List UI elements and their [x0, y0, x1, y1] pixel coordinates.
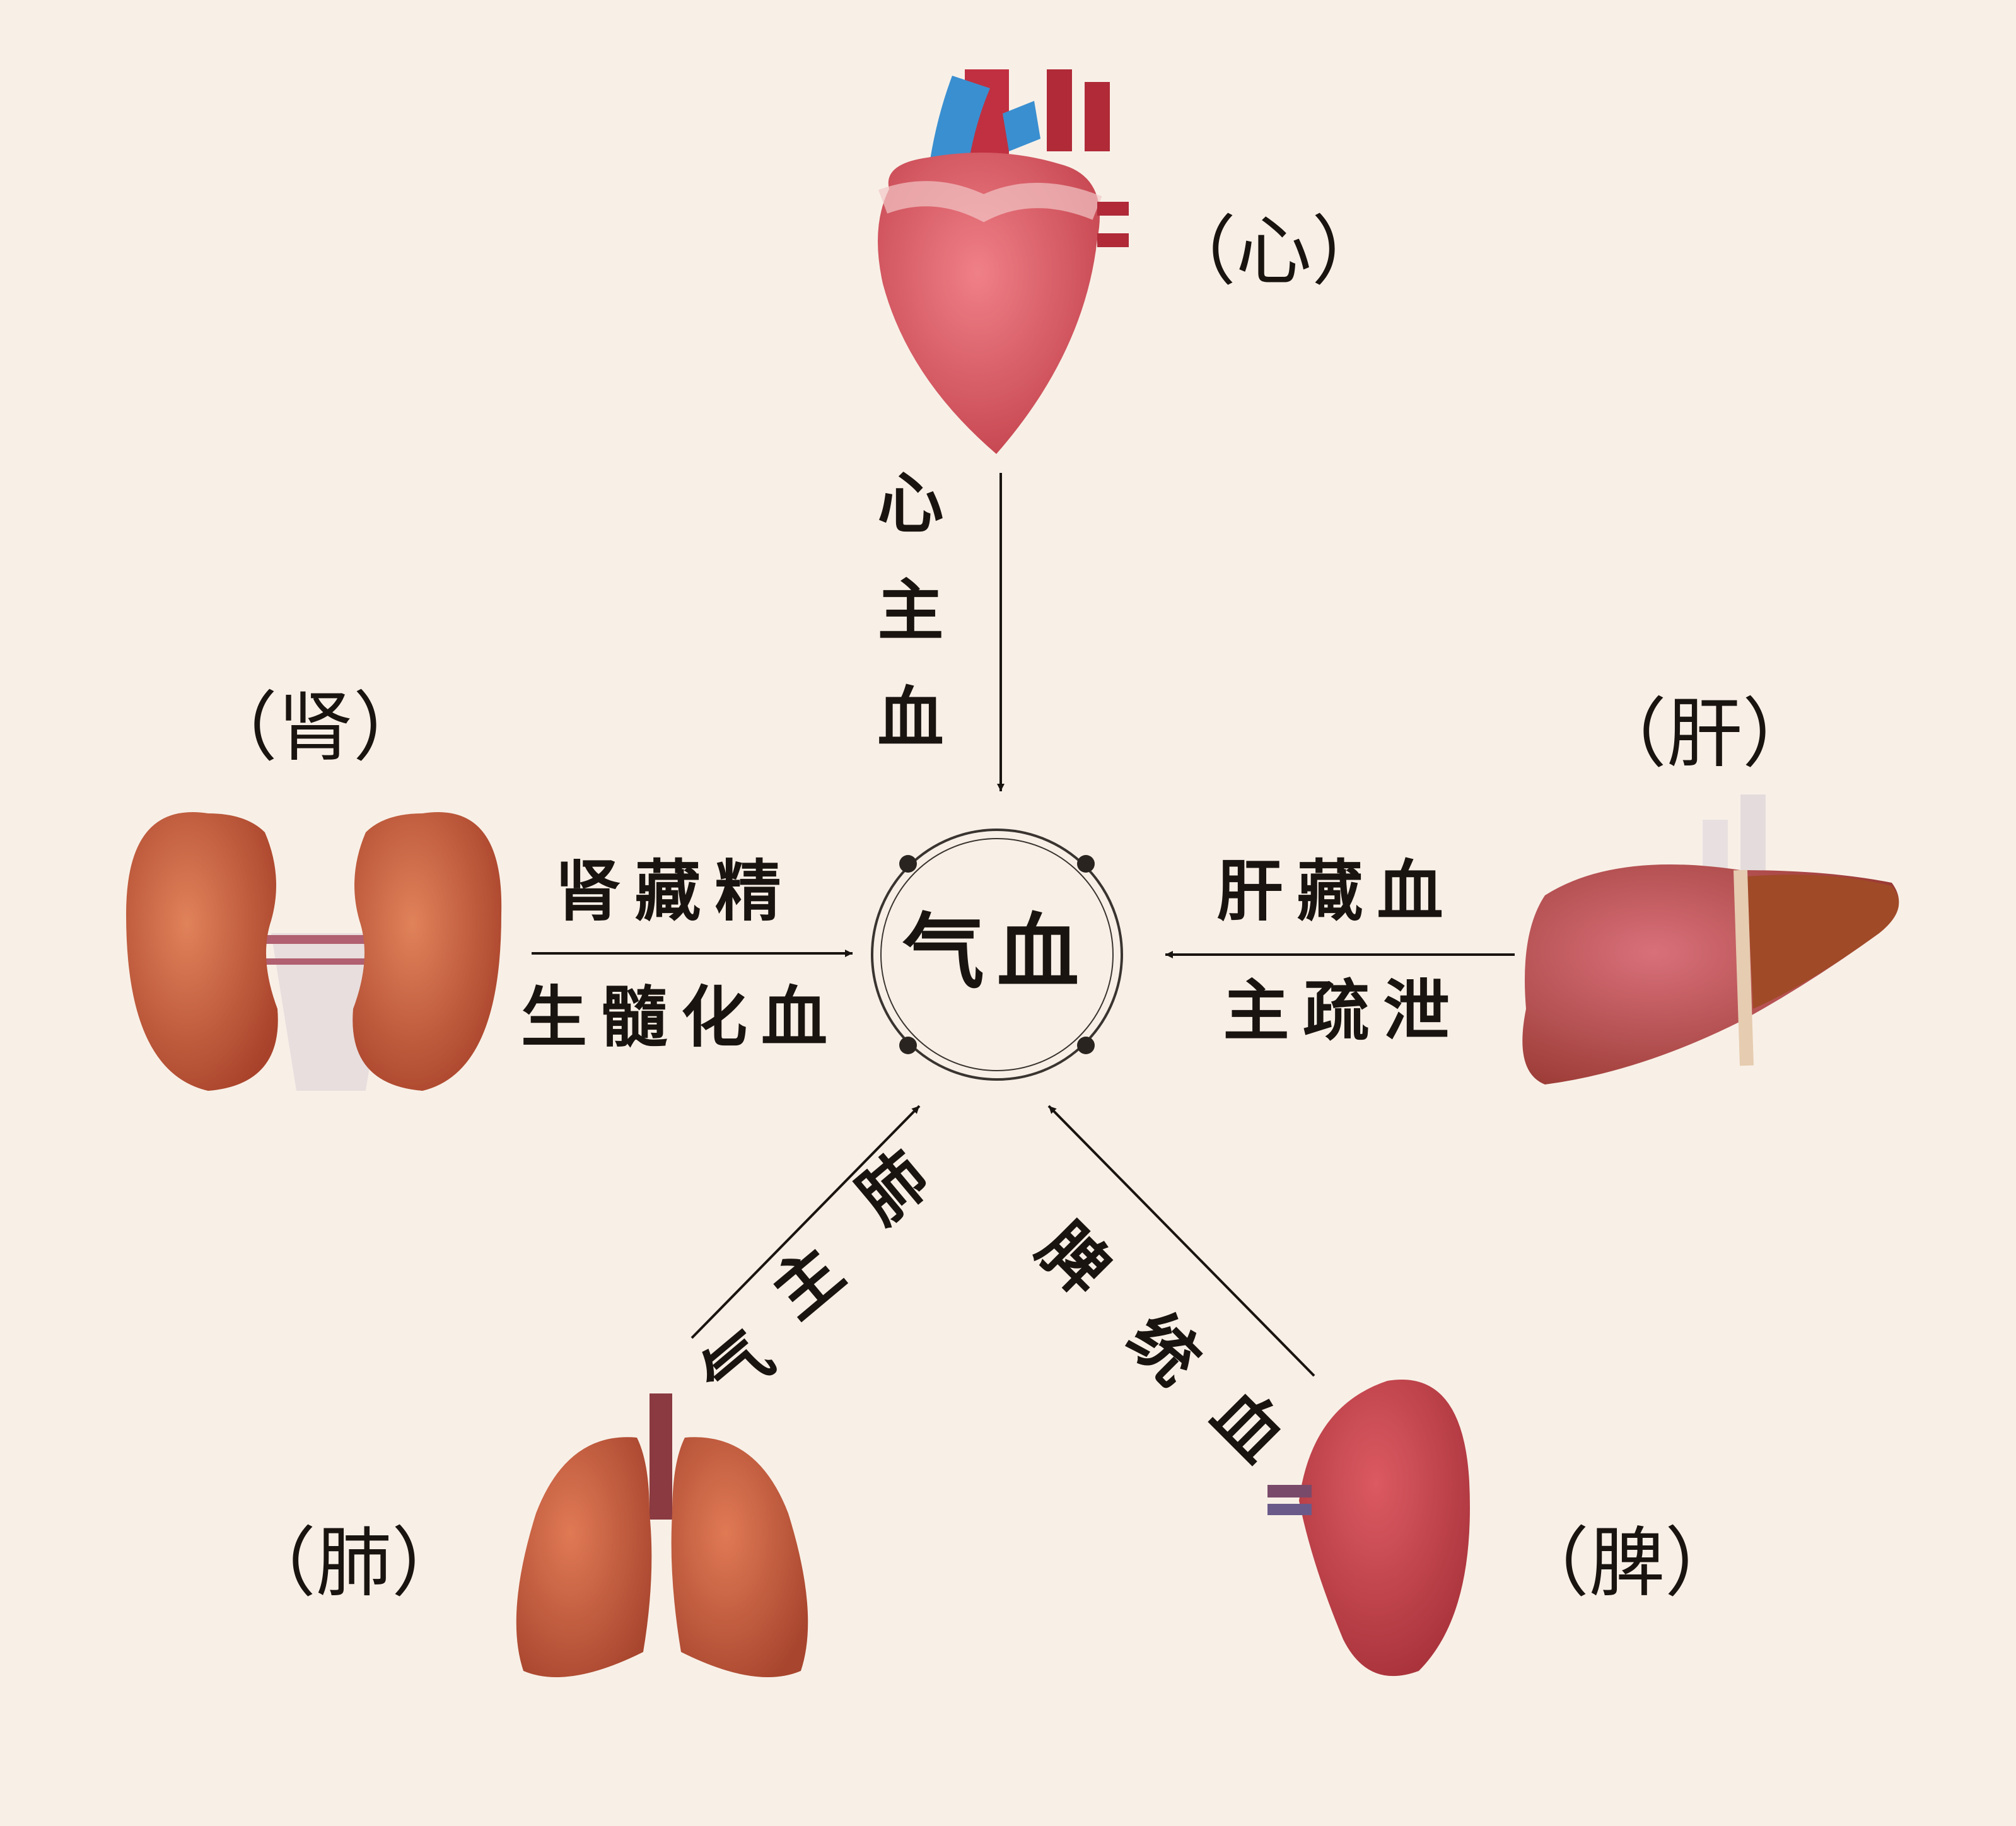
lung-illustration — [516, 1393, 808, 1677]
kidney-relation-line1: 肾藏精 — [554, 852, 795, 930]
liver-relation-line2: 主疏泄 — [1223, 972, 1463, 1050]
arrow-spleen-to-center — [1047, 1105, 1315, 1377]
spleen-name-label: （脾） — [1513, 1520, 1740, 1607]
lung-name-label: （肺） — [240, 1520, 467, 1607]
ornament-corners — [899, 855, 1095, 1054]
liver-name-label: （肝） — [1591, 690, 1818, 778]
kidney-illustration — [126, 812, 502, 1091]
heart-relation-label: 心主血 — [877, 464, 943, 757]
kidney-relation-line2: 生髓化血 — [521, 978, 841, 1056]
kidney-name-label: （肾） — [202, 684, 429, 772]
heart-name-label: （心） — [1160, 208, 1387, 296]
arrow-lung-to-center — [690, 1105, 921, 1339]
center-qi-blood-emblem: 气血 — [871, 829, 1123, 1081]
liver-illustration — [1522, 794, 1899, 1085]
center-label: 气血 — [902, 904, 1092, 1000]
spleen-illustration — [1267, 1380, 1470, 1677]
heart-illustration — [878, 69, 1129, 454]
liver-relation-line1: 肝藏血 — [1216, 852, 1457, 930]
